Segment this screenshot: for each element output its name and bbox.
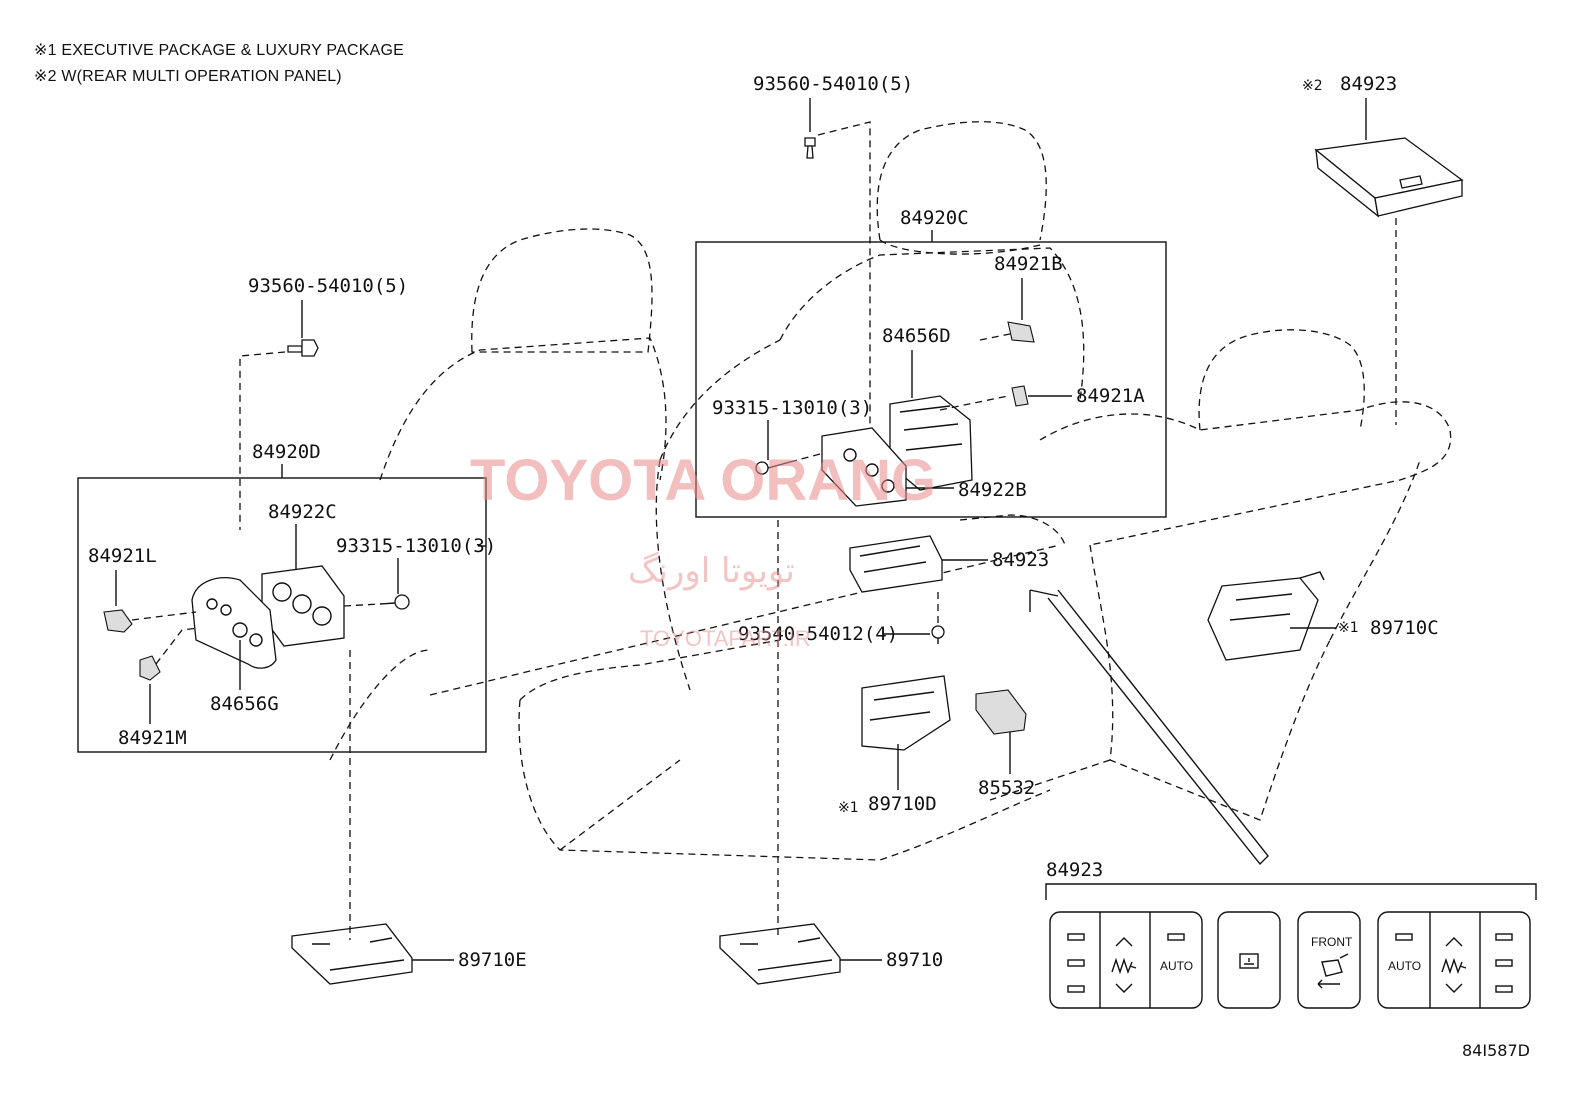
label-bolt-left: 93560-54010(5): [248, 275, 408, 297]
label-screw-left: 93315-13010(3): [336, 535, 496, 557]
note-rear-panel: ※2 W(REAR MULTI OPERATION PANEL): [34, 68, 342, 85]
knob-84921M: [139, 627, 199, 681]
connector-85532: [975, 689, 1027, 735]
screw-lower: [931, 592, 945, 644]
auto-button-right: AUTO: [1388, 959, 1421, 973]
label-84922B: 84922B: [958, 479, 1027, 501]
rear-multi-operation-panel: [1314, 137, 1464, 218]
label-85532: 85532: [978, 777, 1035, 799]
label-84920C: 84920C: [900, 207, 969, 229]
watermark-site: TOYOTAPART.IR: [640, 626, 811, 651]
label-mark1-89710D: ※1: [838, 800, 859, 816]
label-84921M: 84921M: [118, 727, 187, 749]
label-89710E: 89710E: [458, 949, 527, 971]
diagram-ref-code: 84I587D: [1462, 1041, 1530, 1060]
box-84920C: [695, 241, 1167, 518]
label-84920D: 84920D: [252, 441, 321, 463]
bolt-left: [239, 339, 319, 530]
rear-seat-icon: [1244, 958, 1254, 965]
label-89710C: 89710C: [1370, 617, 1439, 639]
label-screw-mid: 93315-13010(3): [712, 397, 872, 419]
switch-84923: [849, 535, 943, 593]
label-89710: 89710: [886, 949, 943, 971]
pointer-arrow: [1029, 589, 1269, 866]
label-84656D: 84656D: [882, 325, 951, 347]
label-89710D: 89710D: [868, 793, 937, 815]
front-seat-icon: [1317, 953, 1349, 989]
front-button: FRONT: [1311, 935, 1353, 949]
watermark-brand: TOYOTA ORANG: [470, 448, 936, 513]
note-executive-package: ※1 EXECUTIVE PACKAGE & LUXURY PACKAGE: [34, 42, 404, 59]
bezel-84656G: [191, 577, 277, 669]
bolt-top: [804, 121, 871, 470]
label-84923-mid: 84923: [992, 549, 1049, 571]
module-89710C: [1207, 571, 1325, 661]
panel-detail-84923: AUTO FRONT AUTO: [1049, 911, 1531, 1009]
label-84923-panel: 84923: [1046, 859, 1103, 881]
bezel-84656D: [889, 395, 973, 491]
label-84923-top: 84923: [1340, 73, 1397, 95]
knob-84921A: [1011, 385, 1029, 407]
module-89710E: [291, 923, 413, 985]
watermark-arabic: تویوتا اورنگ: [628, 551, 795, 591]
label-mark1-89710C: ※1: [1338, 620, 1359, 636]
screw-mid: [755, 453, 821, 475]
label-84921L: 84921L: [88, 545, 157, 567]
switch-84922B: [821, 427, 907, 507]
label-mark2: ※2: [1302, 78, 1323, 94]
label-84656G: 84656G: [210, 693, 279, 715]
knob-84921B: [1007, 321, 1035, 343]
label-84921A: 84921A: [1076, 385, 1145, 407]
seat-heat-icon-right: [1441, 957, 1467, 975]
label-bolt-top: 93560-54010(5): [753, 73, 913, 95]
label-84922C: 84922C: [268, 501, 337, 523]
switch-84922C: [261, 565, 345, 647]
label-84921B: 84921B: [994, 253, 1063, 275]
screw-left: [343, 594, 410, 610]
auto-button-left: AUTO: [1160, 959, 1193, 973]
knob-84921L: [103, 609, 197, 633]
module-89710D: [861, 675, 951, 751]
seat-heat-icon-left: [1111, 957, 1137, 975]
module-89710: [719, 923, 841, 985]
